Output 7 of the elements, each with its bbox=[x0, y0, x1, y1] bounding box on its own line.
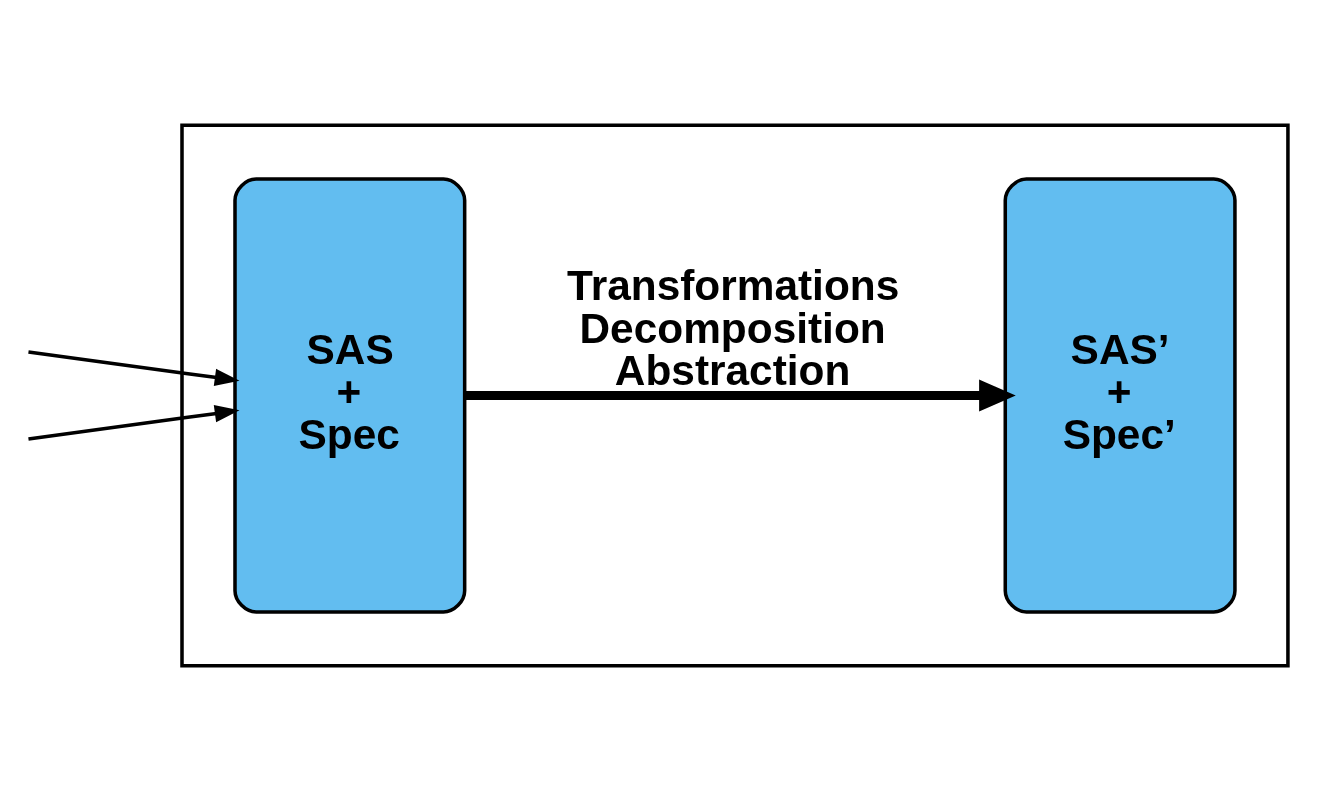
node-box: SAS’ + Spec’ bbox=[1003, 176, 1237, 614]
arrow bbox=[28, 404, 240, 441]
arrow bbox=[28, 349, 240, 386]
cluster bbox=[180, 122, 1290, 668]
arrow bbox=[464, 379, 1016, 412]
edge-label: Transformations Decomposition Abstraction bbox=[567, 261, 900, 394]
node-box: SAS + Spec bbox=[233, 176, 467, 614]
